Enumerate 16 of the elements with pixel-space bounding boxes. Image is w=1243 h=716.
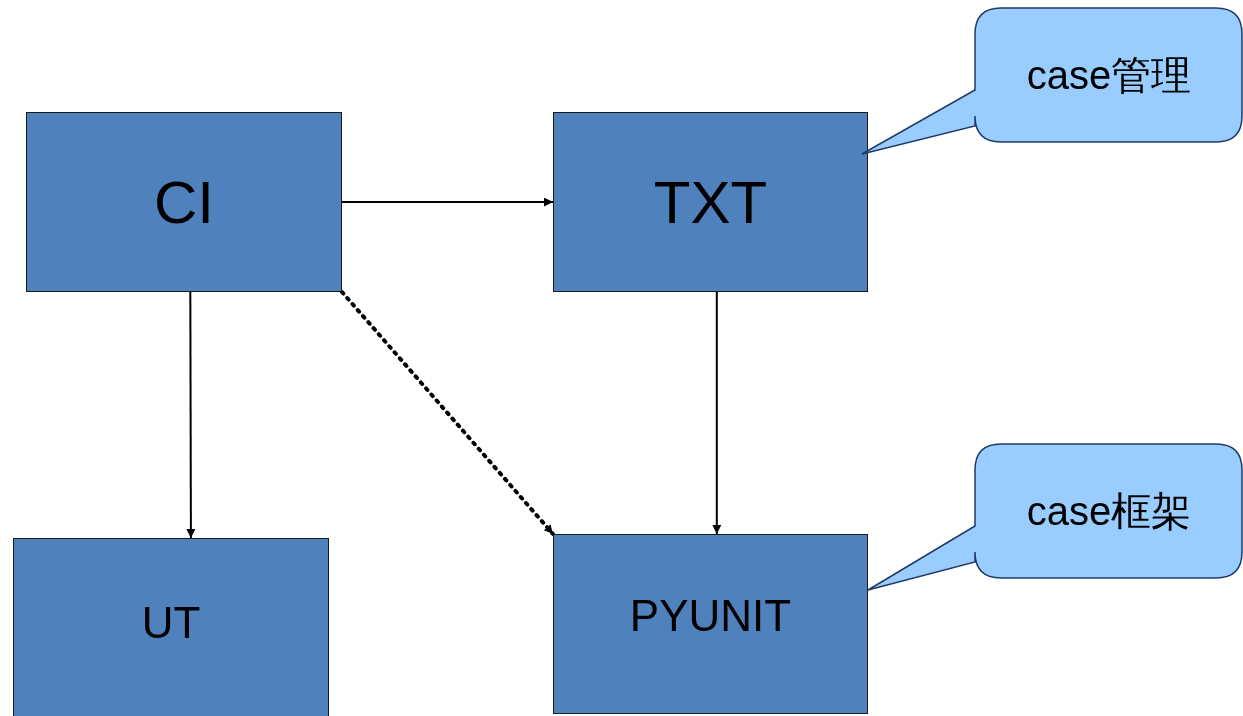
arrow bbox=[186, 291, 196, 539]
process-box bbox=[553, 534, 868, 714]
callout-text: case管理 bbox=[1025, 51, 1193, 99]
dotted-arrow bbox=[340, 290, 555, 536]
process-box bbox=[553, 112, 868, 292]
callout-text: case框架 bbox=[1025, 487, 1193, 535]
box-label: TXT bbox=[653, 167, 768, 237]
process-box bbox=[13, 538, 329, 716]
box-label: UT bbox=[141, 598, 201, 648]
callout-bubble bbox=[860, 6, 1243, 158]
arrow bbox=[341, 197, 554, 207]
box-label: CI bbox=[154, 167, 214, 237]
process-box bbox=[26, 112, 342, 292]
box-label: PYUNIT bbox=[629, 591, 792, 641]
callout-bubble bbox=[866, 442, 1243, 594]
arrow bbox=[712, 291, 722, 535]
